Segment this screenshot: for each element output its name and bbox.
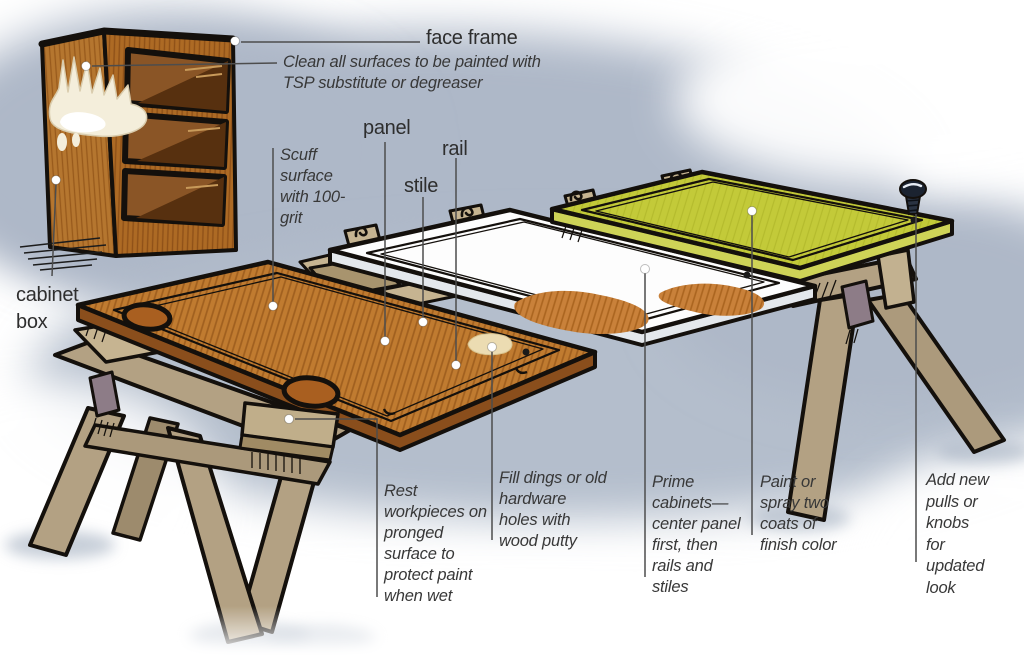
hardware-hole bbox=[743, 271, 751, 279]
callout-dot bbox=[284, 414, 294, 424]
bottom-fade bbox=[0, 606, 1024, 656]
hardware-hole-oval bbox=[281, 375, 341, 409]
suds-patch bbox=[48, 56, 148, 151]
label-cabinet-box: cabinet box bbox=[16, 284, 79, 333]
callout-dot bbox=[451, 360, 461, 370]
label-stile: stile bbox=[404, 175, 439, 197]
label-rail: rail bbox=[442, 138, 468, 160]
callout-dots bbox=[51, 36, 757, 424]
callout-dot bbox=[487, 342, 497, 352]
label-paint: Paint or spray two coats of finish color bbox=[760, 473, 837, 554]
label-prime: Prime cabinets— center panel first, then… bbox=[652, 473, 741, 596]
callout-dot bbox=[747, 206, 757, 216]
label-panel: panel bbox=[363, 117, 411, 139]
callout-dot bbox=[380, 336, 390, 346]
primed-door-illustration bbox=[327, 207, 818, 347]
callout-dot bbox=[81, 61, 91, 71]
label-face-frame: face frame bbox=[426, 27, 518, 49]
leader-clean bbox=[91, 62, 278, 67]
hardware-hole bbox=[522, 348, 530, 356]
ding-notch bbox=[382, 408, 396, 416]
label-clean: Clean all surfaces to be painted with TS… bbox=[283, 53, 541, 92]
label-fill: Fill dings or old hardware holes with wo… bbox=[499, 469, 607, 550]
leader-cabinet-box bbox=[51, 183, 57, 277]
ding-notch bbox=[514, 367, 528, 375]
leader-lines bbox=[51, 41, 917, 597]
callout-dot bbox=[418, 317, 428, 327]
cabinet-box-illustration bbox=[19, 27, 238, 271]
callout-dot bbox=[268, 301, 278, 311]
speed-lines bbox=[19, 237, 107, 271]
label-scuff: Scuff surface with 100- grit bbox=[280, 146, 346, 227]
unpainted-patch bbox=[514, 290, 649, 334]
label-rest: Rest workpieces on pronged surface to pr… bbox=[384, 482, 487, 605]
callout-dot bbox=[51, 175, 61, 185]
cabinet-openings bbox=[121, 47, 231, 227]
screw-icon bbox=[899, 179, 927, 215]
label-add: Add new pulls or knobs for updated look bbox=[926, 471, 989, 597]
callout-dot bbox=[230, 36, 240, 46]
leader-rest bbox=[295, 418, 378, 597]
unpainted-patch bbox=[658, 283, 765, 316]
callout-dot bbox=[640, 264, 650, 274]
board-end-left bbox=[238, 401, 340, 474]
hardware-hole-oval bbox=[121, 302, 173, 332]
